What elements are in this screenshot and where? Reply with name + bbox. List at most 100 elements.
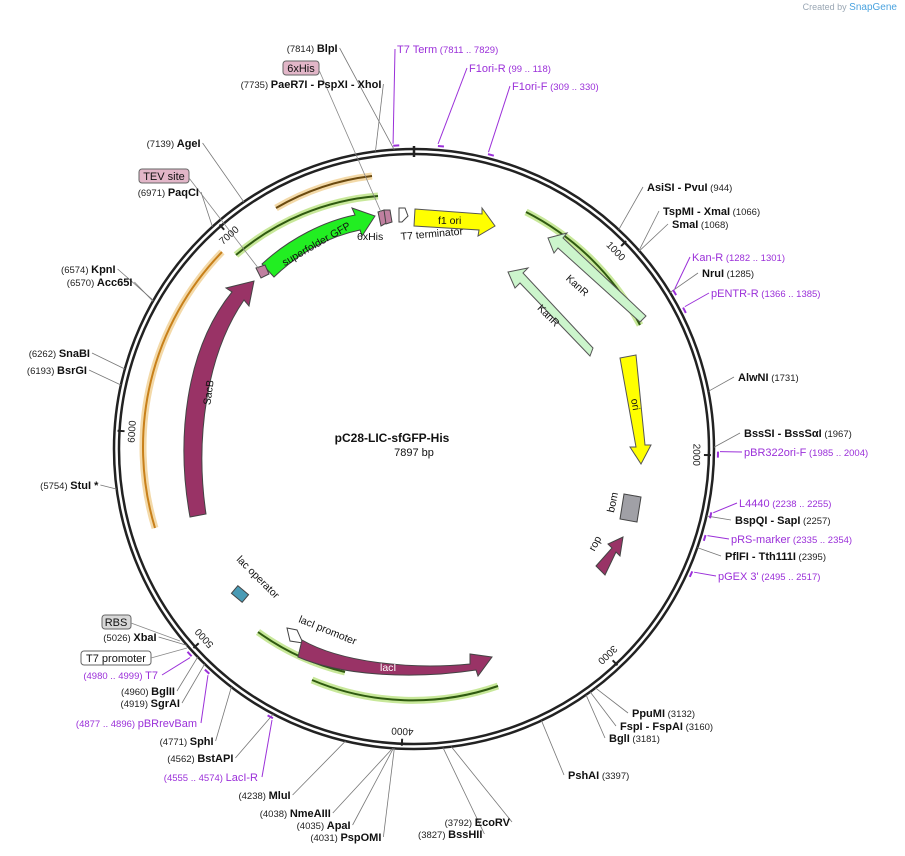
kanr-label-1: KanR xyxy=(563,273,591,300)
site-label: (3792) EcoRV xyxy=(445,817,511,829)
site-smai: SmaI (1068) xyxy=(639,219,728,252)
primers: T7 Term (7811 .. 7829) F1ori-R (99 .. 118… xyxy=(76,44,868,784)
plasmid-name: pC28-LIC-sfGFP-His xyxy=(335,431,450,445)
primer-label: (4877 .. 4896) pBRrevBam xyxy=(76,718,197,730)
site-pspomi: (4031) PspOMI xyxy=(310,748,395,844)
site-label: AsiSI - PvuI (944) xyxy=(647,182,732,194)
primer-t7-term: T7 Term (7811 .. 7829) xyxy=(392,44,498,147)
superfolder-gfp-feature xyxy=(261,207,376,278)
backbone xyxy=(112,146,716,751)
site-label: (4562) BstAPI xyxy=(167,753,233,765)
site-bsshii: (3827) BssHII xyxy=(418,747,485,841)
primer-label: F1ori-R (99 .. 118) xyxy=(469,63,551,75)
primer-pbrrevbam: (4877 .. 4896) pBRrevBam xyxy=(76,668,210,730)
primer-label: T7 Term (7811 .. 7829) xyxy=(397,44,498,56)
ori-label: ori xyxy=(628,398,642,412)
laci-label: lacI xyxy=(380,662,396,674)
site-label: (4771) SphI xyxy=(160,736,214,748)
site-ppumi: PpuMI (3132) xyxy=(595,687,695,720)
f1-ori-label: f1 ori xyxy=(438,215,461,227)
site-label: (4238) MluI xyxy=(238,790,290,802)
site-stui: (5754) StuI * xyxy=(40,480,117,492)
site-label: (5754) StuI * xyxy=(40,480,99,492)
site-label: (4035) ApaI xyxy=(297,820,351,832)
site-label: BglI (3181) xyxy=(609,733,660,745)
snapgene-logo: SnapGene xyxy=(849,2,897,13)
site-agei: (7139) AgeI xyxy=(147,138,245,203)
site-sphi: (4771) SphI xyxy=(160,686,232,748)
site-label: (4919) SgrAI xyxy=(121,698,180,710)
site-label: (4038) NmeAIII xyxy=(260,808,331,820)
site-label: (4031) PspOMI xyxy=(310,832,381,844)
t7-terminator-feature xyxy=(398,207,409,223)
callout-rbs: RBS xyxy=(105,617,128,629)
f1-ori-feature xyxy=(413,206,496,237)
site-bsrgi: (6193) BsrGI xyxy=(27,365,122,386)
site-label: PshAI (3397) xyxy=(568,770,629,782)
plasmid-length: 7897 bp xyxy=(394,447,434,459)
primer-label: F1ori-F (309 .. 330) xyxy=(512,81,599,93)
site-label: (3827) BssHII xyxy=(418,829,482,841)
tick-mark-5000 xyxy=(192,642,200,649)
kanr-feature-1 xyxy=(547,232,647,323)
kanr-label-2: KanR xyxy=(535,302,562,329)
site-blpi: (7814) BlpI xyxy=(287,43,395,150)
site-bglii: (4960) BglII xyxy=(121,656,199,698)
callout-t7-promoter: T7 promoter xyxy=(86,653,146,665)
site-apai: (4035) ApaI xyxy=(297,748,394,832)
site-tspmi: TspMI - XmaI (1066) xyxy=(638,206,760,251)
primer-label: (4555 .. 4574) LacI-R xyxy=(164,772,258,784)
primer-kan-r: Kan-R (1282 .. 1301) xyxy=(672,252,785,296)
site-label: (6971) PaqCI xyxy=(138,187,199,199)
site-fspi: FspI - FspAI (3160) xyxy=(589,691,713,733)
site-label: BssSI - BssSαI (1967) xyxy=(744,428,852,440)
primer-label: pGEX 3' (2495 .. 2517) xyxy=(718,571,820,583)
site-label: TspMI - XmaI (1066) xyxy=(663,206,760,218)
site-sgrai: (4919) SgrAI xyxy=(121,663,206,710)
primer-laci-r: (4555 .. 4574) LacI-R xyxy=(164,714,274,784)
primer-prs-marker: pRS-marker (2335 .. 2354) xyxy=(702,534,852,546)
primer-label: pRS-marker (2335 .. 2354) xyxy=(731,534,852,546)
site-pflfi: PflFI - Tth111I (2395) xyxy=(697,547,826,563)
primer-pbr322ori-f: pBR322ori-F (1985 .. 2004) xyxy=(716,447,868,459)
site-label: (7814) BlpI xyxy=(287,43,338,55)
site-ecorv: (3792) EcoRV xyxy=(445,746,513,829)
laci-feature xyxy=(297,639,493,678)
primer-label: pBR322ori-F (1985 .. 2004) xyxy=(744,447,868,459)
site-snabi: (6262) SnaBI xyxy=(29,348,126,370)
tick-mark-7000 xyxy=(218,223,225,231)
primer-label: L4440 (2238 .. 2255) xyxy=(739,498,831,510)
6xhis-feature-label: 6xHis xyxy=(357,231,383,243)
tick-mark-1000 xyxy=(620,240,627,247)
site-bgli: BglI (3181) xyxy=(585,694,660,745)
primer-label: (4980 .. 4999) T7 xyxy=(83,670,158,682)
primer-t7: (4980 .. 4999) T7 xyxy=(83,651,193,682)
site-label: AlwNI (1731) xyxy=(738,372,799,384)
site-xbai: (5026) XbaI xyxy=(103,632,188,646)
bom-feature xyxy=(619,493,642,523)
t7-terminator-label: T7 terminator xyxy=(400,226,464,243)
site-alwni: AlwNI (1731) xyxy=(708,372,799,392)
site-bspqi: BspQI - SapI (2257) xyxy=(706,515,831,527)
rop-feature xyxy=(595,536,624,576)
site-nmeaiii: (4038) NmeAIII xyxy=(260,747,393,820)
site-label: BspQI - SapI (2257) xyxy=(735,515,831,527)
site-pshai: PshAI (3397) xyxy=(541,720,629,782)
sacb-label: SacB xyxy=(201,379,216,406)
kanr-feature-2 xyxy=(507,267,594,357)
site-paqci: (6971) PaqCI xyxy=(138,187,213,227)
site-label: (4960) BglII xyxy=(121,686,175,698)
site-label: (6574) KpnI xyxy=(61,264,116,276)
primer-f1ori-f: F1ori-F (309 .. 330) xyxy=(487,81,599,157)
site-asisi: AsiSI - PvuI (944) xyxy=(618,182,732,230)
rop-label: rop xyxy=(586,534,604,553)
site-bstapi: (4562) BstAPI xyxy=(167,713,274,765)
tev-site-feature xyxy=(255,264,270,279)
feature-callouts: 6xHis TEV site RBS T7 promoter xyxy=(80,60,382,666)
site-label: (5026) XbaI xyxy=(103,632,156,644)
sacb-feature xyxy=(183,280,255,518)
site-nrui: NruI (1285) xyxy=(669,268,754,293)
site-mlui: (4238) MluI xyxy=(238,740,346,802)
primer-l4440: L4440 (2238 .. 2255) xyxy=(709,498,831,519)
